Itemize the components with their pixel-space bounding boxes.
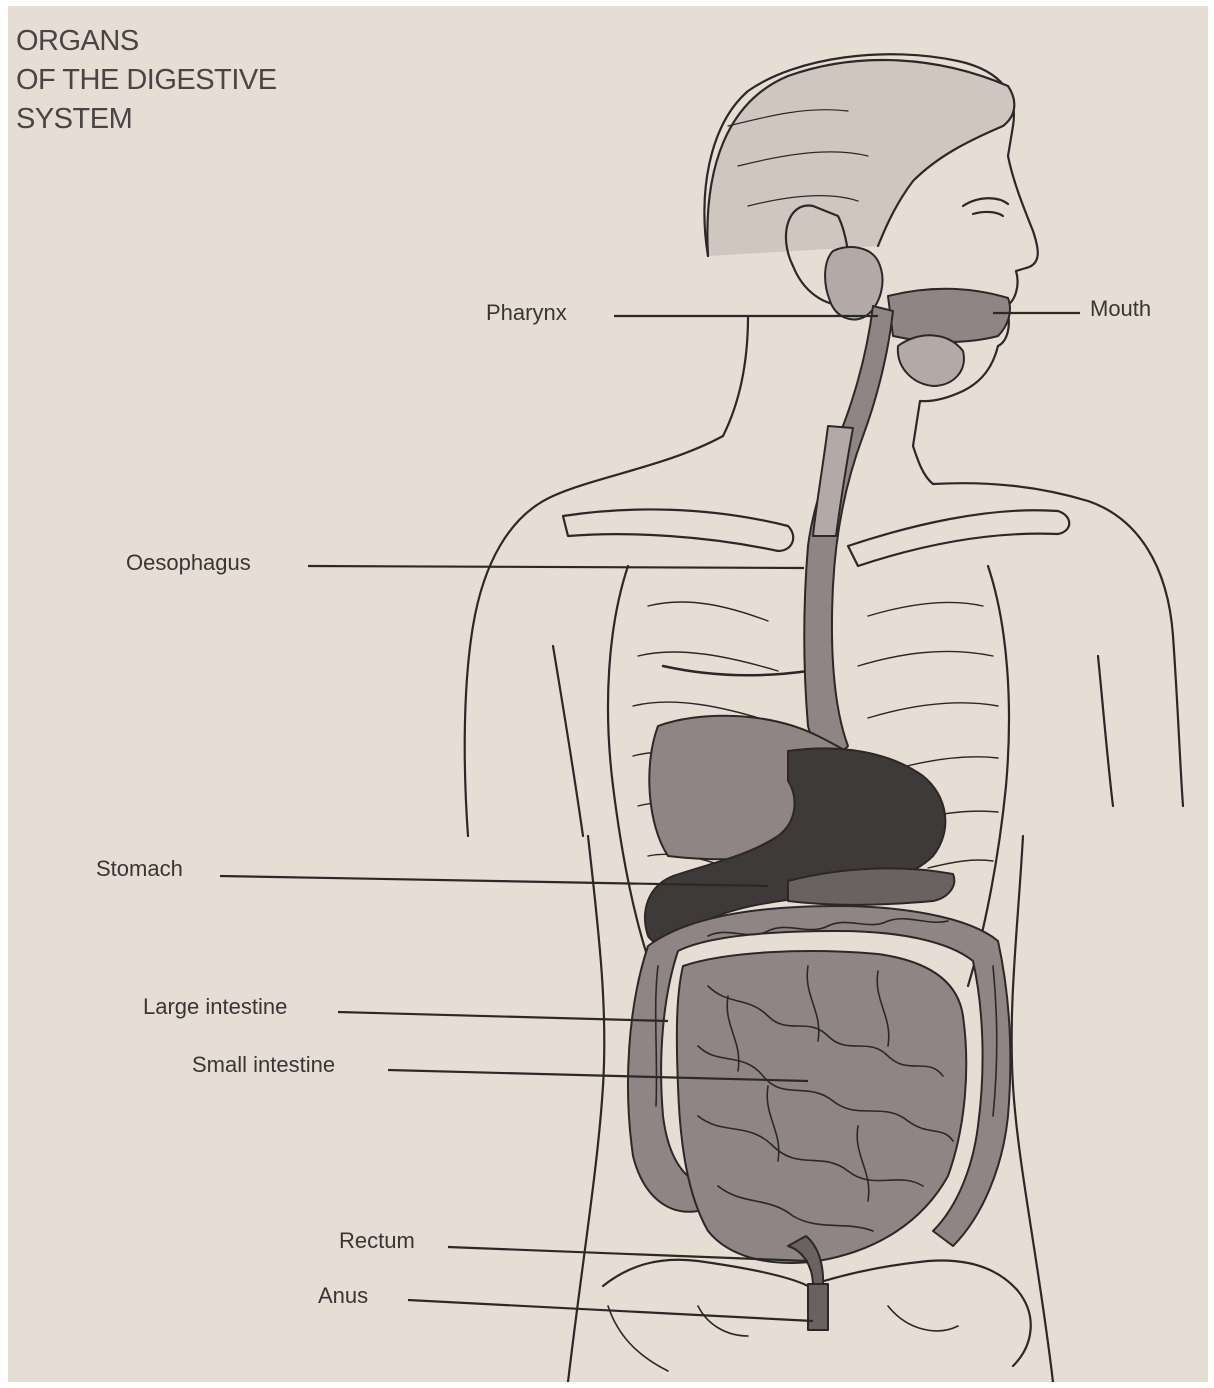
diagram-page: ORGANS OF THE DIGESTIVE SYSTEM (8, 6, 1208, 1382)
ribcage-right (968, 566, 1009, 986)
hair (707, 60, 1014, 256)
anus (808, 1284, 828, 1330)
left-clavicle (563, 509, 793, 551)
oesophagus-leader (308, 566, 804, 568)
right-arm-inner (1098, 656, 1113, 806)
label-pharynx: Pharynx (486, 300, 567, 326)
small-intestine (677, 951, 966, 1263)
label-large-intestine: Large intestine (143, 994, 287, 1020)
large-intestine-leader (338, 1012, 668, 1021)
anatomy-illustration (8, 6, 1208, 1382)
label-rectum: Rectum (339, 1228, 415, 1254)
torso-left (568, 836, 604, 1382)
diaphragm-line (663, 666, 808, 675)
left-arm-inner (553, 646, 583, 836)
eye (963, 198, 1008, 216)
torso-right (1012, 836, 1053, 1382)
label-small-intestine: Small intestine (192, 1052, 335, 1078)
mouth-cavity (888, 289, 1010, 342)
label-mouth: Mouth (1090, 296, 1151, 322)
label-stomach: Stomach (96, 856, 183, 882)
label-anus: Anus (318, 1283, 368, 1309)
neck-back (723, 316, 748, 436)
label-oesophagus: Oesophagus (126, 550, 251, 576)
neck-front (913, 446, 933, 484)
anus-leader (408, 1300, 813, 1321)
right-clavicle (848, 510, 1069, 566)
tongue (898, 335, 964, 386)
